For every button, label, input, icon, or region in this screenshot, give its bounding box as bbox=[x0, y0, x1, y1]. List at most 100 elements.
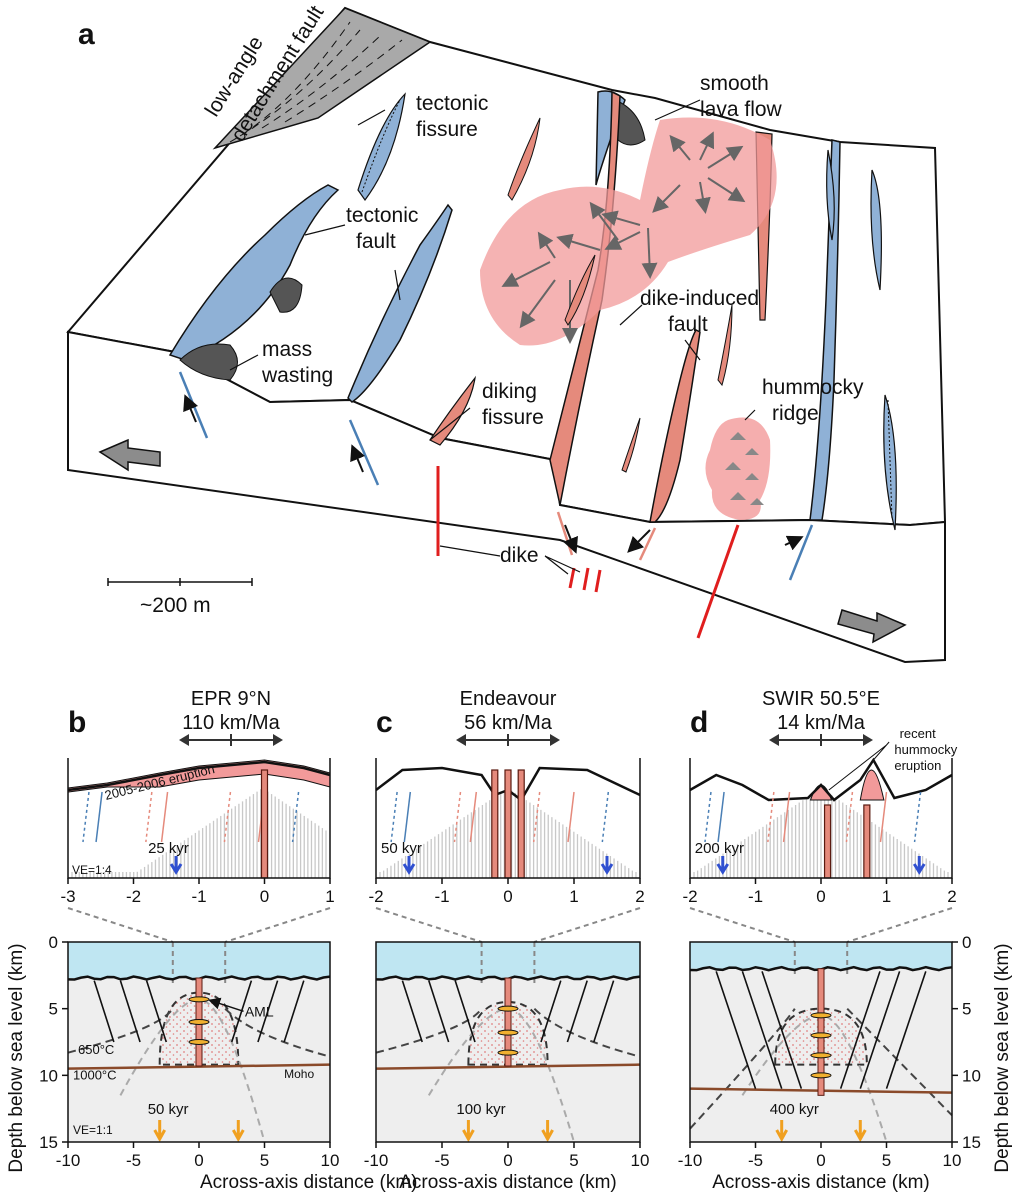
mass-wasting-label-1: mass bbox=[262, 338, 312, 361]
panel-letter: c bbox=[376, 706, 393, 739]
axial-dike bbox=[504, 769, 512, 879]
hummocky-eruption-2 bbox=[859, 769, 885, 801]
ve-label-bottom: VE=1:1 bbox=[73, 1123, 113, 1137]
profile-faults bbox=[82, 791, 300, 843]
age-label-bottom: 50 kyr bbox=[148, 1101, 189, 1118]
profile-faults bbox=[390, 791, 610, 843]
top-x-tick-label: -2 bbox=[368, 887, 383, 906]
top-x-tick-label: 0 bbox=[816, 887, 825, 906]
detachment-fault-surface bbox=[212, 7, 432, 150]
block-front-face bbox=[67, 330, 946, 664]
isotherm-650-outer bbox=[375, 1007, 641, 1058]
age-marker-top bbox=[716, 856, 730, 875]
crustal-faults bbox=[401, 980, 615, 1043]
aml-lens bbox=[497, 1029, 519, 1036]
isotherm-650-outer bbox=[689, 1007, 953, 1130]
dike-label: dike bbox=[500, 544, 539, 567]
age-marker-top bbox=[169, 856, 183, 875]
age-label-top: 25 kyr bbox=[148, 840, 189, 857]
site-label: EPR 9°N bbox=[191, 688, 271, 710]
age-marker-top bbox=[402, 856, 416, 875]
y-tick-label: 5 bbox=[49, 1000, 58, 1019]
moho-line bbox=[375, 1063, 641, 1070]
top-x-tick-label: 0 bbox=[503, 887, 512, 906]
dike-callout bbox=[439, 545, 581, 575]
top-x-tick-label: -1 bbox=[434, 887, 449, 906]
y-axis-label-left: Depth below sea level (km) bbox=[6, 943, 27, 1172]
dike-fault-label-1: dike-induced bbox=[640, 287, 759, 310]
diking-fissure-2 bbox=[507, 117, 541, 201]
tectonic-fissure-label-2: fissure bbox=[416, 118, 478, 141]
crustal-faults bbox=[715, 971, 927, 1089]
front-dike-2 bbox=[696, 524, 740, 639]
scale-bar bbox=[107, 578, 253, 586]
axial-dike bbox=[260, 769, 269, 879]
aml-lens bbox=[810, 1052, 832, 1059]
smooth-lava-label-1: smooth bbox=[700, 72, 769, 95]
site-label: Endeavour bbox=[460, 688, 557, 710]
age-marker-bottom bbox=[853, 1120, 867, 1143]
spreading-rate-arrow bbox=[458, 734, 558, 746]
x-axis-label-b: Across-axis distance (km) bbox=[200, 1172, 418, 1193]
bottom-x-tick-label: 5 bbox=[260, 1151, 269, 1170]
diking-fissure-4 bbox=[717, 304, 733, 387]
x-axis-label-c: Across-axis distance (km) bbox=[399, 1172, 617, 1193]
y-tick-label: 15 bbox=[962, 1133, 981, 1152]
tectonic-fissure-3 bbox=[870, 169, 882, 291]
top-x-tick-label: 0 bbox=[260, 887, 269, 906]
lava-fissure bbox=[564, 254, 596, 326]
panel-a-letter: a bbox=[78, 18, 95, 51]
seafloor-profile bbox=[67, 760, 331, 792]
y-axis-label-right: Depth below sea level (km) bbox=[992, 943, 1013, 1172]
bottom-x-tick-label: 5 bbox=[569, 1151, 578, 1170]
hummocky-note-2: hummocky bbox=[894, 742, 957, 757]
rate-label: 110 km/Ma bbox=[182, 712, 280, 734]
aml-lens bbox=[188, 996, 210, 1003]
ocean-layer bbox=[376, 942, 640, 978]
hummocky-mounds bbox=[725, 432, 764, 505]
x-axis-label-d: Across-axis distance (km) bbox=[712, 1172, 930, 1193]
bottom-x-tick-label: 10 bbox=[943, 1151, 962, 1170]
bottom-x-tick-label: 10 bbox=[321, 1151, 340, 1170]
tectonic-fissure-4 bbox=[883, 394, 897, 531]
front-fault-trace-5 bbox=[788, 524, 814, 581]
zoom-lines bbox=[67, 907, 331, 943]
tectonic-fault-label-2: fault bbox=[356, 230, 396, 253]
front-dike-swarm bbox=[568, 567, 602, 593]
ocean-layer bbox=[690, 942, 952, 969]
top-x-tick-label: -2 bbox=[682, 887, 697, 906]
mass-wasting-deposit-3 bbox=[614, 99, 646, 146]
profile-faults bbox=[704, 791, 922, 843]
panel-a-block-diagram: a bbox=[66, 2, 947, 664]
bottom-x-tick-label: -10 bbox=[56, 1151, 81, 1170]
axial-dike-section bbox=[504, 977, 512, 1067]
bottom-x-tick-label: -10 bbox=[364, 1151, 389, 1170]
age-marker-top bbox=[912, 856, 926, 875]
bottom-x-tick-label: -10 bbox=[678, 1151, 703, 1170]
dike-fault-label-2: fault bbox=[668, 313, 708, 336]
diking-fissure-label-2: fissure bbox=[482, 406, 544, 429]
top-x-tick-label: 1 bbox=[569, 887, 578, 906]
age-marker-bottom bbox=[231, 1120, 245, 1143]
age-label-bottom: 400 kyr bbox=[770, 1101, 819, 1118]
spreading-arrow-left bbox=[98, 438, 161, 472]
tectonic-fissure bbox=[357, 92, 406, 202]
mass-wasting-label-2: wasting bbox=[261, 364, 333, 387]
hummocky-label-1: hummocky bbox=[762, 376, 864, 399]
y-tick-label: 10 bbox=[39, 1066, 58, 1085]
diking-fissure bbox=[429, 375, 476, 446]
isotherm-650-label: 650°C bbox=[78, 1042, 114, 1057]
zoom-lines bbox=[689, 907, 953, 943]
moho-label: Moho bbox=[284, 1067, 314, 1081]
mass-wasting-deposit-1 bbox=[269, 277, 303, 313]
diking-fissure-label-1: diking bbox=[482, 380, 537, 403]
moho-line bbox=[67, 1063, 331, 1070]
spreading-arrow-right bbox=[837, 609, 907, 644]
age-sampling-bars bbox=[693, 788, 949, 878]
top-x-tick-label: -1 bbox=[748, 887, 763, 906]
bottom-x-tick-label: 0 bbox=[503, 1151, 512, 1170]
